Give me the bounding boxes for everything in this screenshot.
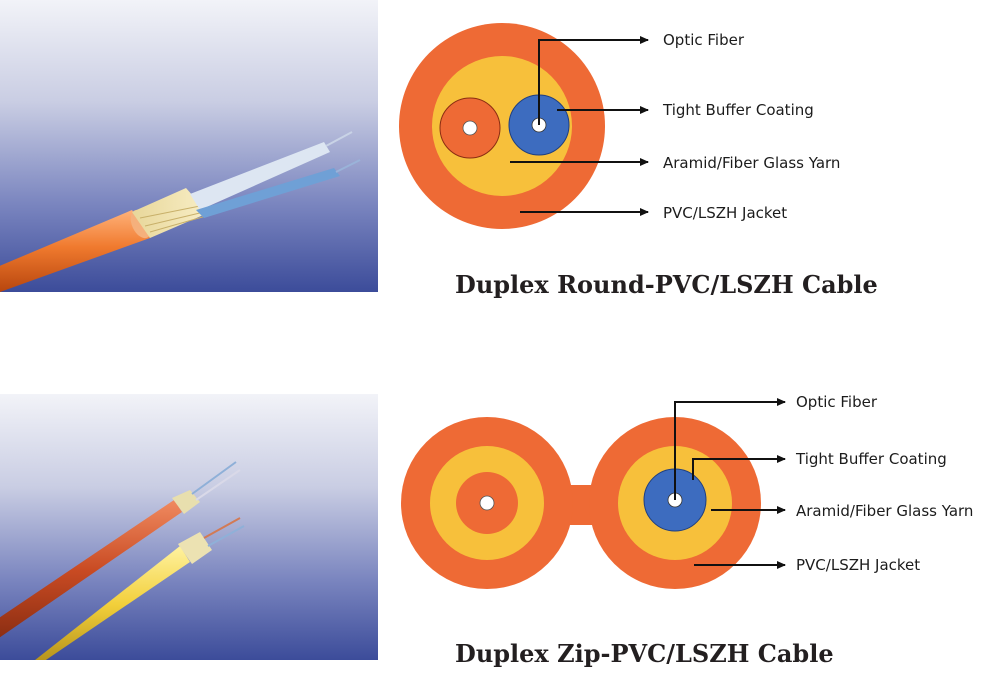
duplex-zip-cross-section	[401, 417, 761, 589]
jacket-rod	[0, 210, 150, 292]
label-aramid-yarn-top: Aramid/Fiber Glass Yarn	[663, 154, 841, 172]
buffered-fiber-blue	[196, 168, 340, 218]
buffered-fiber-white	[190, 142, 330, 210]
title-duplex-round: Duplex Round-PVC/LSZH Cable	[455, 270, 878, 299]
label-jacket-bottom: PVC/LSZH Jacket	[796, 556, 921, 574]
label-tight-buffer-bottom: Tight Buffer Coating	[796, 450, 947, 468]
red-zip-rod	[0, 500, 182, 638]
round-cable-photo	[0, 0, 378, 292]
round-cable-illustration	[0, 0, 378, 292]
yarn-cone	[132, 188, 208, 238]
zip-cable-illustration	[0, 394, 378, 660]
yellow-zip-rod	[35, 546, 190, 660]
duplex-round-cross-section	[399, 23, 605, 229]
title-duplex-zip: Duplex Zip-PVC/LSZH Cable	[455, 639, 834, 668]
label-optic-fiber-bottom: Optic Fiber	[796, 393, 878, 411]
leader-optic-fiber-top	[538, 36, 649, 125]
label-jacket-top: PVC/LSZH Jacket	[663, 204, 788, 222]
label-optic-fiber-top: Optic Fiber	[663, 31, 745, 49]
leader-optic-fiber-bottom	[674, 398, 786, 500]
zip-cable-photo	[0, 394, 378, 660]
label-tight-buffer-top: Tight Buffer Coating	[663, 101, 814, 119]
leader-buffer-bottom	[692, 455, 786, 480]
round-leader-lines	[510, 36, 649, 216]
zip-leader-lines	[674, 398, 786, 569]
label-aramid-yarn-bottom: Aramid/Fiber Glass Yarn	[796, 502, 974, 520]
